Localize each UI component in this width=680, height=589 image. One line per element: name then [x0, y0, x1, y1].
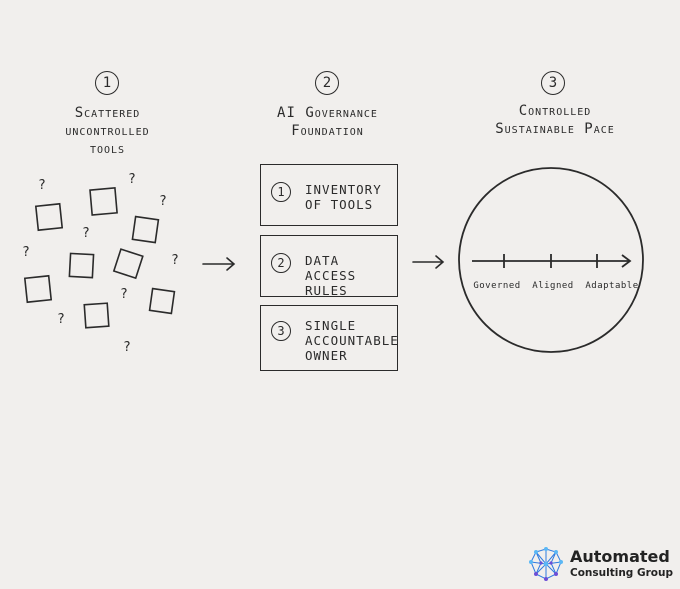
tool-square	[68, 252, 95, 279]
tool-square	[34, 202, 64, 232]
question-mark: ?	[22, 245, 30, 260]
tool-square	[23, 274, 53, 304]
pace-tick-label-governed: Governed	[473, 281, 520, 291]
foundation-item-number: 3	[271, 321, 291, 341]
foundation-item-text: DATA ACCESS RULES	[305, 253, 357, 298]
question-mark: ?	[128, 172, 136, 187]
question-mark: ?	[159, 194, 167, 209]
pace-tick-label-adaptable: Adaptable	[585, 281, 638, 291]
tool-square	[131, 215, 160, 244]
foundation-item-number: 2	[271, 253, 291, 273]
step-3-title: Controlled Sustainable Pace	[495, 103, 615, 137]
tool-square	[89, 187, 118, 216]
logo-tagline: Consulting Group	[570, 567, 673, 579]
step-1-title: Scattered uncontrolled tools	[65, 105, 150, 157]
foundation-item-number: 1	[271, 182, 291, 202]
tool-square	[148, 287, 176, 315]
arrow-to-pace	[412, 255, 445, 269]
company-logo: Automated Consulting Group	[528, 544, 678, 584]
foundation-box-data-access: 2 DATA ACCESS RULES	[260, 235, 398, 298]
foundation-box-inventory: 1 INVENTORY OF TOOLS	[260, 164, 398, 226]
question-mark: ?	[120, 287, 128, 302]
network-globe-icon	[529, 547, 563, 581]
question-mark: ?	[38, 178, 46, 193]
step-2-number: 2	[315, 71, 339, 95]
pace-axis-arrowhead	[621, 254, 632, 268]
tool-square	[112, 248, 144, 280]
arrow-to-foundation	[202, 257, 236, 271]
foundation-item-text: SINGLE ACCOUNTABLE OWNER	[305, 318, 399, 363]
foundation-box-owner: 3 SINGLE ACCOUNTABLE OWNER	[260, 305, 398, 371]
foundation-item-text: INVENTORY OF TOOLS	[305, 182, 382, 212]
step-1-number: 1	[95, 71, 119, 95]
question-mark: ?	[82, 226, 90, 241]
step-2-title: AI Governance Foundation	[277, 105, 378, 139]
question-mark: ?	[171, 253, 179, 268]
question-mark: ?	[123, 340, 131, 355]
tool-square	[83, 302, 110, 329]
logo-name: Automated	[570, 547, 670, 566]
pace-circle	[458, 167, 644, 353]
question-mark: ?	[57, 312, 65, 327]
pace-tick-label-aligned: Aligned	[532, 281, 573, 291]
step-3-number: 3	[541, 71, 565, 95]
